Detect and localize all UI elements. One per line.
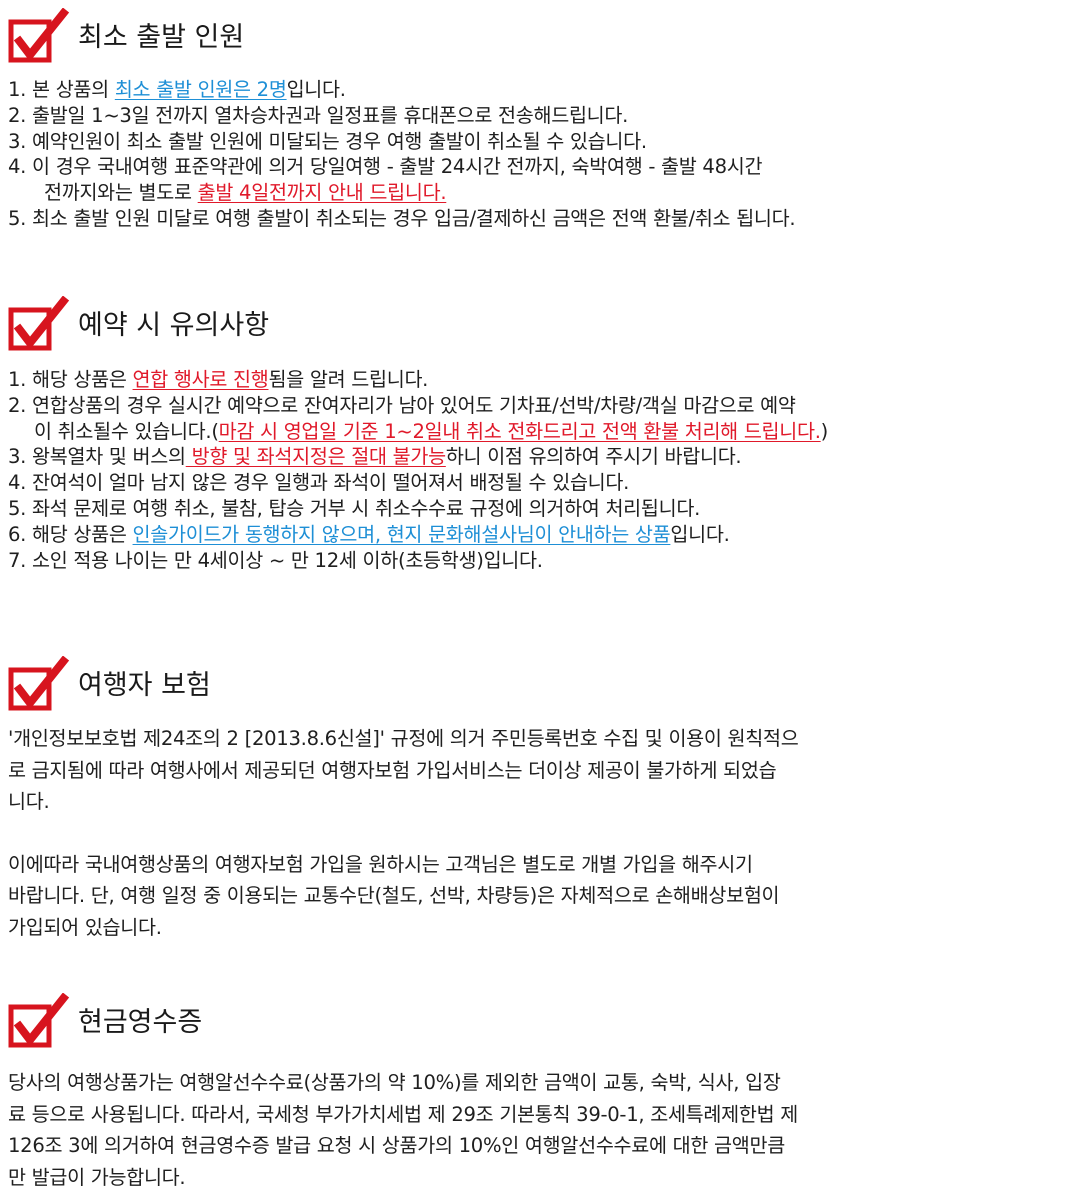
- section-header: 최소 출발 인원: [0, 8, 1080, 68]
- notice-list: 1. 해당 상품은 연합 행사로 진행됨을 알려 드립니다. 2. 연합상품의 …: [0, 367, 1080, 573]
- highlight-notice-4days: 출발 4일전까지 안내 드립니다.: [197, 181, 447, 205]
- section-title: 최소 출발 인원: [78, 22, 245, 53]
- highlight-guide-info: 인솔가이드가 동행하지 않으며, 현지 문화해설사님이 안내하는 상품: [132, 522, 671, 546]
- list-item: 5. 최소 출발 인원 미달로 여행 출발이 취소되는 경우 입금/결제하신 금…: [8, 206, 796, 230]
- section-min-departure: 최소 출발 인원 1. 본 상품의 최소 출발 인원은 2명입니다. 2. 출발…: [0, 8, 1080, 232]
- checkmark-box-icon: [8, 8, 70, 63]
- highlight-joint-tour: 연합 행사로 진행: [132, 368, 269, 391]
- section-cash-receipt: 현금영수증 당사의 여행상품가는 여행알선수수료(상품가의 약 10%)를 제외…: [0, 993, 1080, 1193]
- highlight-min-people: 최소 출발 인원은 2명: [114, 78, 287, 101]
- list-item-continuation: 이 취소될수 있습니다.(마감 시 영업일 기준 1~2일내 취소 전화드리고 …: [34, 419, 829, 443]
- highlight-seat-assignment: 방향 및 좌석지정은 절대 불가능: [185, 445, 446, 469]
- insurance-paragraph-2: 이에따라 국내여행상품의 여행자보험 가입을 원하시는 고객님은 별도로 개별 …: [8, 852, 780, 939]
- section-title: 예약 시 유의사항: [78, 310, 270, 341]
- checkmark-box-icon: [8, 656, 70, 711]
- list-item: 3. 왕복열차 및 버스의 방향 및 좌석지정은 절대 불가능하니 이점 유의하…: [8, 445, 742, 469]
- section-title: 현금영수증: [78, 1007, 203, 1038]
- notice-list: 1. 본 상품의 최소 출발 인원은 2명입니다. 2. 출발일 1~3일 전까…: [0, 77, 1080, 232]
- list-item: 3. 예약인원이 최소 출발 인원에 미달되는 경우 여행 출발이 취소될 수 …: [8, 129, 647, 153]
- insurance-paragraph-1: '개인정보보호법 제24조의 2 [2013.8.6신설]' 규정에 의거 주민…: [8, 727, 799, 813]
- checkmark-box-icon: [8, 296, 70, 351]
- checkmark-box-icon: [8, 993, 70, 1048]
- list-item: 7. 소인 적용 나이는 만 4세이상 ~ 만 12세 이하(초등학생)입니다.: [8, 548, 543, 572]
- section-booking-notes: 예약 시 유의사항 1. 해당 상품은 연합 행사로 진행됨을 알려 드립니다.…: [0, 296, 1080, 573]
- section-travel-insurance: 여행자 보험 '개인정보보호법 제24조의 2 [2013.8.6신설]' 규정…: [0, 656, 1080, 943]
- section-title: 여행자 보험: [78, 670, 211, 701]
- list-item: 1. 해당 상품은 연합 행사로 진행됨을 알려 드립니다.: [8, 368, 429, 391]
- list-item: 2. 연합상품의 경우 실시간 예약으로 잔여자리가 남아 있어도 기차표/선박…: [0, 393, 1080, 445]
- section-header: 예약 시 유의사항: [0, 296, 1080, 356]
- list-item-continuation: 전까지와는 별도로 출발 4일전까지 안내 드립니다.: [44, 181, 447, 205]
- list-item: 6. 해당 상품은 인솔가이드가 동행하지 않으며, 현지 문화해설사님이 안내…: [8, 522, 730, 546]
- list-item: 4. 이 경우 국내여행 표준약관에 의거 당일여행 - 출발 24시간 전까지…: [0, 154, 1080, 206]
- list-item: 2. 출발일 1~3일 전까지 열차승차권과 일정표를 휴대폰으로 전송해드립니…: [8, 103, 629, 127]
- list-item: 1. 본 상품의 최소 출발 인원은 2명입니다.: [8, 78, 346, 101]
- list-item: 4. 잔여석이 얼마 남지 않은 경우 일행과 좌석이 떨어져서 배정될 수 있…: [8, 471, 630, 495]
- section-header: 현금영수증: [0, 993, 1080, 1053]
- highlight-refund-notice: 마감 시 영업일 기준 1~2일내 취소 전화드리고 전액 환불 처리해 드립니…: [218, 419, 821, 443]
- section-header: 여행자 보험: [0, 656, 1080, 716]
- list-item: 5. 좌석 문제로 여행 취소, 불참, 탑승 거부 시 취소수수료 규정에 의…: [8, 496, 701, 520]
- receipt-paragraph: 당사의 여행상품가는 여행알선수수료(상품가의 약 10%)를 제외한 금액이 …: [8, 1071, 798, 1189]
